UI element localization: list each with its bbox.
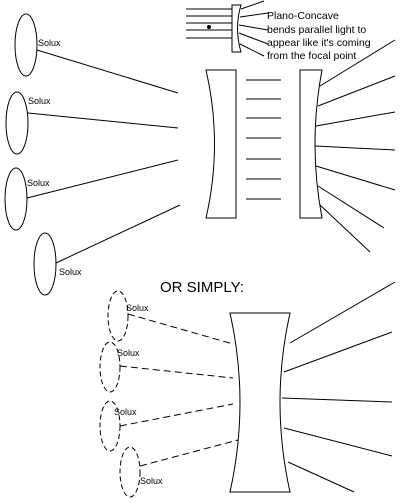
lamp-ellipse-dashed [99,341,121,393]
dashed-lamp-ray [139,439,239,467]
bottom-output-rays [281,281,396,493]
lamp-label: Solux [126,303,149,313]
parallel-rays-between-lenses [246,79,281,200]
annotation-line: appear like it's coming [267,37,371,49]
biconcave-lens [229,312,291,493]
inset-lens-sketch [186,0,269,57]
lamp-label: Solux [117,348,140,358]
top-lamp-rays [26,49,181,264]
lamp-label: Solux [38,38,61,48]
inset-diverging-ray [239,43,265,57]
output-ray [289,281,396,344]
lamp-ellipse-dashed [107,290,129,342]
lamp-label: Solux [59,267,82,277]
lamp-ray [27,112,179,129]
top-lenses [205,69,323,219]
lamp-ellipse-dashed [119,446,141,498]
output-ray [283,331,393,373]
lamp-label: Solux [28,96,51,106]
top-lamps [4,13,57,296]
output-ray [281,397,393,403]
output-ray [315,111,396,127]
inset-lens [231,4,242,53]
bottom-lamps [99,290,141,498]
lamp-ray [55,204,181,264]
inset-annotation: Plano-Concave bends parallel light to ap… [267,10,373,62]
plano-concave-lens-left [205,69,237,219]
output-ray [283,427,393,457]
plano-concave-lens-right [299,69,323,219]
output-ray [319,204,371,253]
lamp-ellipse [33,232,57,296]
inset-focal-point [207,25,211,29]
lamp-label: Solux [27,178,50,188]
output-ray [319,39,396,87]
output-ray [314,145,396,151]
output-ray [317,185,385,229]
annotation-line: Plano-Concave [267,10,339,22]
inset-diverging-ray [240,0,265,10]
lamp-ellipse [4,167,28,231]
inset-diverging-ray [238,24,269,31]
annotation-line: from the focal point [267,50,356,62]
lamp-ellipse [14,13,38,77]
annotation-line: bends parallel light to [267,24,366,36]
lamp-ellipse [5,91,29,155]
output-ray [287,461,355,493]
biconcave-lens-group [229,312,291,493]
inset-diverging-ray [239,12,269,18]
dashed-lamp-ray [119,403,234,427]
lamp-ray [26,159,179,199]
output-ray [317,75,396,107]
dashed-lamp-ray [127,313,234,345]
inset-diverging-ray [238,32,269,45]
lamp-label: Solux [140,476,163,486]
or-simply-heading: OR SIMPLY: [160,279,244,296]
lamp-ray [36,49,179,94]
lamp-label: Solux [114,407,137,417]
top-output-rays [314,39,396,253]
bottom-lamp-rays [119,313,239,467]
output-ray [315,165,396,191]
dashed-lamp-ray [119,365,234,379]
